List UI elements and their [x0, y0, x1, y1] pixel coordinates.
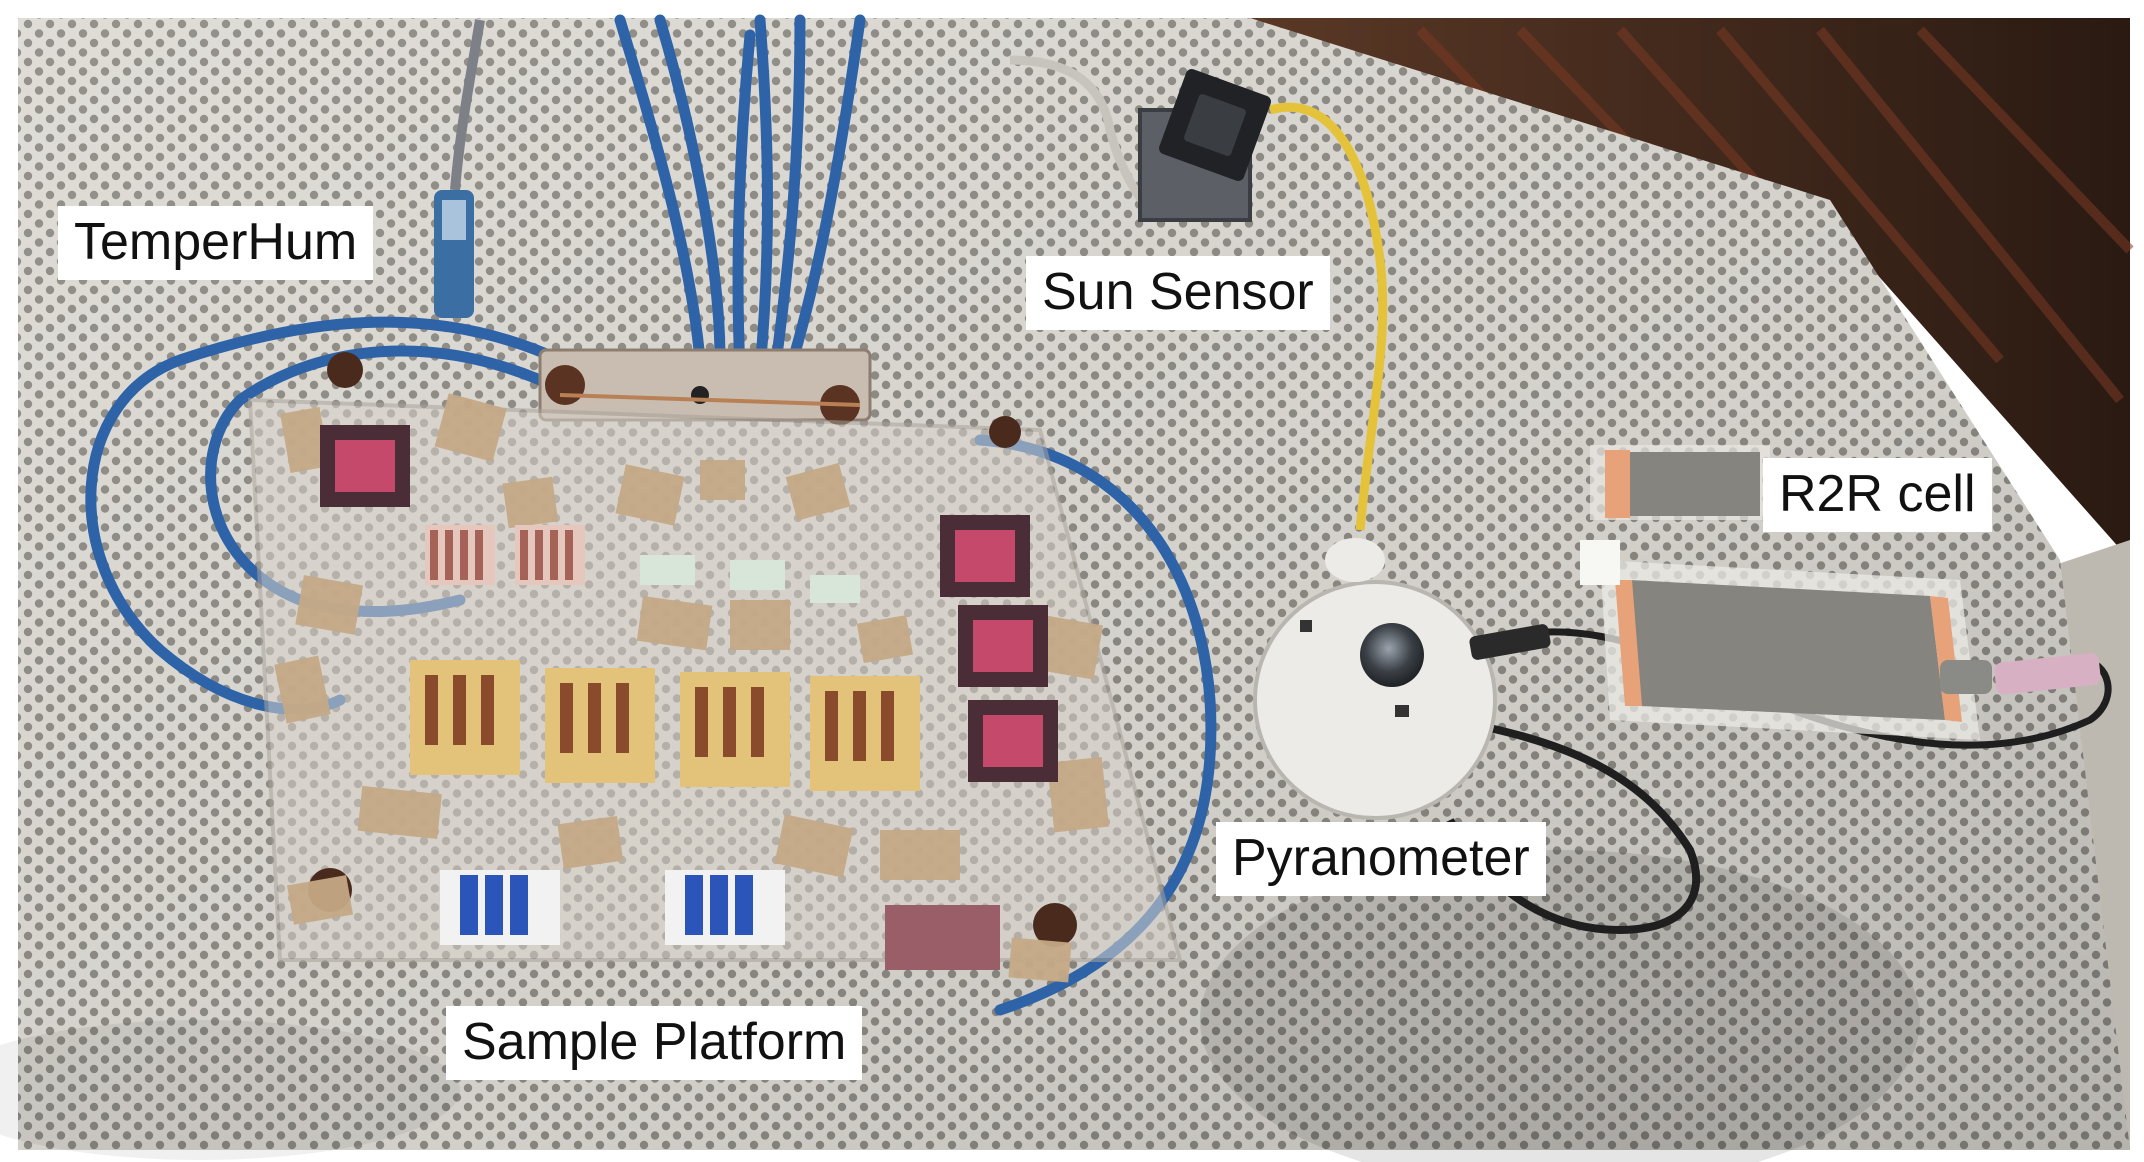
tape-patches — [274, 393, 1110, 983]
label-temperhum: TemperHum — [58, 206, 374, 280]
label-pyranometer: Pyranometer — [1216, 822, 1546, 896]
dark-background — [1250, 18, 2130, 560]
pyranometer — [1253, 538, 1551, 820]
blue-cells — [440, 870, 1000, 970]
small-striped-cells — [425, 525, 860, 603]
label-sun-sensor: Sun Sensor — [1026, 256, 1330, 330]
pink-cells — [320, 425, 1058, 782]
label-r2r-cell: R2R cell — [1763, 458, 1992, 532]
sun-sensor — [1138, 69, 1271, 222]
gold-cells — [410, 660, 920, 791]
label-sample-platform: Sample Platform — [446, 1006, 863, 1080]
yellow-cable — [1268, 102, 1388, 531]
r2r-cells — [1580, 445, 2101, 740]
